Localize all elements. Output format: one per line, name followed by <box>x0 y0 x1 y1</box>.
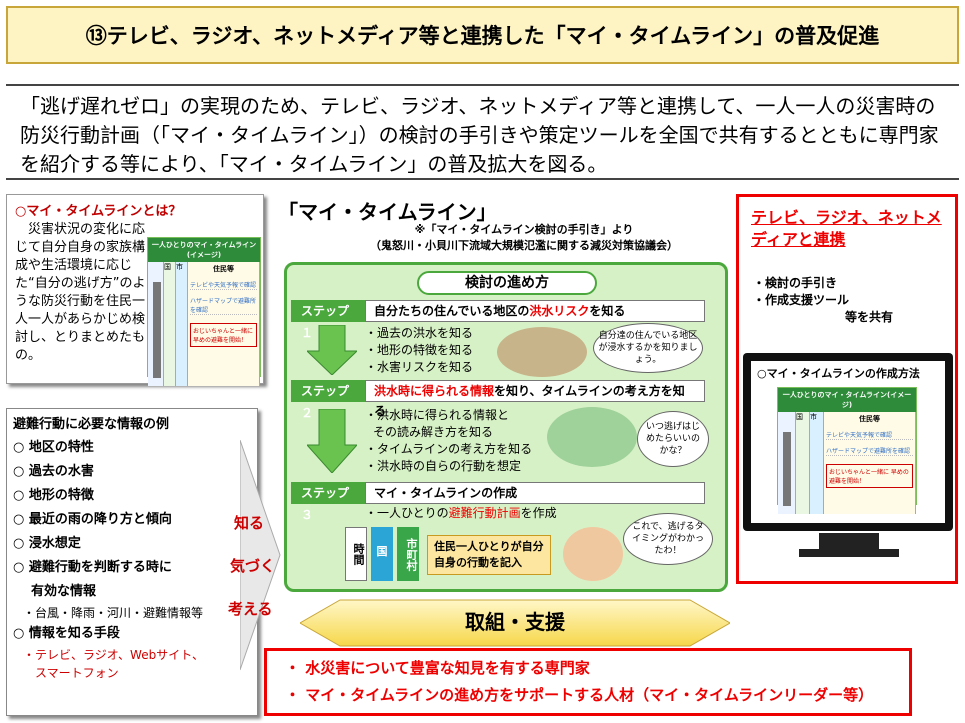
info-sub-red: ・テレビ、ラジオ、Webサイト、 <box>23 648 204 662</box>
support-arrow <box>300 599 730 647</box>
timeline-title: 「マイ・タイムライン」 <box>278 200 497 224</box>
support-item: ・ マイ・タイムラインの進め方をサポートする人材（マイ・タイムラインリーダー等） <box>285 686 874 704</box>
info-item: ○ 浸水想定 <box>13 536 81 551</box>
step-3: ステップ３ マイ・タイムラインの作成 <box>291 481 705 522</box>
process-title: 検討の進め方 <box>417 271 597 295</box>
step-3-bubble: これで、逃げるタイミングがわかったわ！ <box>623 513 713 565</box>
media-line: ・作成支援ツール <box>753 293 850 307</box>
mini-timeline-sheet: 一人ひとりのマイ・タイムライン(イメージ) 国 市 住民等 テレビや天気予報で確… <box>147 237 261 386</box>
step-3-label: ステップ３ <box>291 482 365 522</box>
col-country: 国 <box>371 527 393 581</box>
tv-base <box>799 549 899 557</box>
step-1-text: 自分たちの住んでいる地区の洪水リスクを知る <box>365 300 705 322</box>
resident-illustration <box>563 527 623 581</box>
what-is-heading: ○マイ・タイムラインとは？ <box>15 204 182 219</box>
verb-think: 考える <box>228 600 273 618</box>
col-jumin: 住民等 <box>213 265 234 273</box>
step-2-label: ステップ２ <box>291 380 365 420</box>
source-line-1: ※「マイ・タイムライン検討の手引き」より <box>414 223 634 236</box>
step-3-text: マイ・タイムラインの作成 <box>365 482 705 504</box>
media-heading: テレビ、ラジオ、ネットメディアと連携 <box>751 208 942 249</box>
step-1-label: ステップ１ <box>291 300 365 340</box>
support-list-box: ・ 水災害について豊富な知見を有する専門家 ・ マイ・タイムラインの進め方をサポ… <box>264 648 912 716</box>
down-arrow-icon <box>307 409 357 473</box>
step-2-text: 洪水時に得られる情報を知り、タイムラインの考え方を知る <box>365 380 705 418</box>
info-item: ○ 過去の水害 <box>13 464 94 479</box>
col-municipality: 市町村 <box>397 527 419 581</box>
process-panel: 検討の進め方 ステップ１ 自分たちの住んでいる地区の洪水リスクを知る ・過去の洪… <box>284 262 728 592</box>
right-arrow-graphic <box>240 440 281 671</box>
resident-card: 住民一人ひとりが自分自身の行動を記入 <box>427 535 551 575</box>
col-time: 時間 <box>345 527 367 581</box>
col-kuni: 国 <box>164 263 171 271</box>
info-examples-box: 避難行動に必要な情報の例 ○ 地区の特性 ○ 過去の水害 ○ 地形の特徴 ○ 最… <box>6 408 258 716</box>
info-sub: ・台風・降雨・河川・避難情報等 <box>23 606 204 620</box>
timeline-bar <box>153 282 161 378</box>
step-1-points: ・過去の洪水を知る・地形の特徴を知る・水害リスクを知る <box>365 326 474 374</box>
what-is-box: ○マイ・タイムラインとは？ 災害状況の変化に応じて自分自身の家族構成や生活環境に… <box>6 194 264 386</box>
workshop-illustration <box>547 407 637 467</box>
step-2-points: ・洪水時に得られる情報とその読み解き方を知る・タイムラインの考え方を知る・洪水時… <box>365 408 533 473</box>
info-item: ○ 情報を知る手段 <box>13 626 120 641</box>
info-item: ○ 最近の雨の降り方と傾向 <box>13 512 172 527</box>
sheet-line: テレビや天気予報で確認 <box>190 282 257 290</box>
timeline-source: ※「マイ・タイムライン検討の手引き」より （鬼怒川・小貝川下流域大規模氾濫に関す… <box>370 222 678 254</box>
tv-screen-title: ○マイ・タイムラインの作成方法 <box>757 367 920 380</box>
info-item: ○ 地形の特徴 <box>13 488 94 503</box>
info-item: ○ 地区の特性 <box>13 440 94 455</box>
source-line-2: （鬼怒川・小貝川下流域大規模氾濫に関する減災対策協議会） <box>370 239 678 252</box>
info-item: 有効な情報 <box>31 584 97 599</box>
media-collab-box: テレビ、ラジオ、ネットメディアと連携 ・検討の手引き ・作成支援ツール 等を共有… <box>736 194 958 584</box>
info-sub-red: スマートフォン <box>35 666 119 680</box>
media-line: ・検討の手引き <box>753 276 838 290</box>
down-arrow-icon <box>307 325 357 375</box>
verb-notice: 気づく <box>230 557 276 575</box>
step-2-bubble: いつ逃げはじめたらいいのかな？ <box>637 411 709 467</box>
mini-sheet-title: 一人ひとりのマイ・タイムライン(イメージ) <box>148 238 260 262</box>
what-is-body: 災害状況の変化に応じて自分自身の家族構成や生活環境に応じた“自分の逃げ方”のよう… <box>15 222 146 363</box>
media-line: 等を共有 <box>845 310 894 324</box>
intro-text: 「逃げ遅れゼロ」の実現のため、テレビ、ラジオ、ネットメディア等と連携して、一人一… <box>6 84 959 180</box>
sheet-line: ハザードマップで避難所を確認 <box>190 298 257 315</box>
step-1-bubble: 自分達の住んでいる地区が浸水するかを知りましょう。 <box>593 323 703 373</box>
step-2: ステップ２ 洪水時に得られる情報を知り、タイムラインの考え方を知る <box>291 379 705 420</box>
verb-know: 知る <box>234 514 265 532</box>
step-1: ステップ１ 自分たちの住んでいる地区の洪水リスクを知る <box>291 299 705 340</box>
col-shi: 市 <box>176 263 183 271</box>
step-3-point: ・一人ひとりの避難行動計画を作成 <box>365 506 557 520</box>
meeting-illustration <box>497 327 587 377</box>
tv-mini-sheet: 一人ひとりのマイ・タイムライン(イメージ) 国 市 住民等 テレビや天気予報で確… <box>777 387 917 514</box>
info-heading: 避難行動に必要な情報の例 <box>13 417 170 432</box>
sheet-red-note: おじいちゃんと一緒に 早めの避難を開始！ <box>190 323 257 347</box>
support-item: ・ 水災害について豊富な知見を有する専門家 <box>285 659 590 677</box>
tv-stand <box>819 533 879 551</box>
page-title: ⑬テレビ、ラジオ、ネットメディア等と連携した「マイ・タイムライン」の普及促進 <box>6 6 959 64</box>
tv-icon: ○マイ・タイムラインの作成方法 一人ひとりのマイ・タイムライン(イメージ) 国 … <box>743 353 953 531</box>
support-label: 取組・支援 <box>465 610 565 634</box>
info-item: ○ 避難行動を判断する時に <box>13 560 172 575</box>
